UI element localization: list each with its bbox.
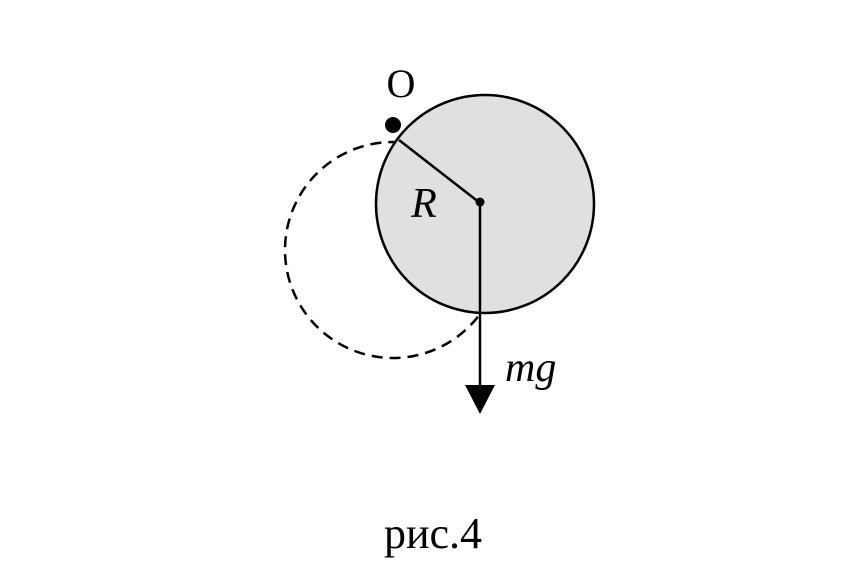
disk-center-dot	[475, 197, 485, 207]
gravity-arrowhead	[465, 385, 495, 414]
figure-caption: рис.4	[384, 509, 482, 558]
radius-label: R	[410, 181, 437, 227]
pivot-label: O	[387, 61, 416, 106]
disk	[374, 93, 596, 315]
force-label: mg	[505, 345, 556, 391]
pivot-point-o	[385, 117, 401, 133]
radius-line	[398, 139, 481, 204]
